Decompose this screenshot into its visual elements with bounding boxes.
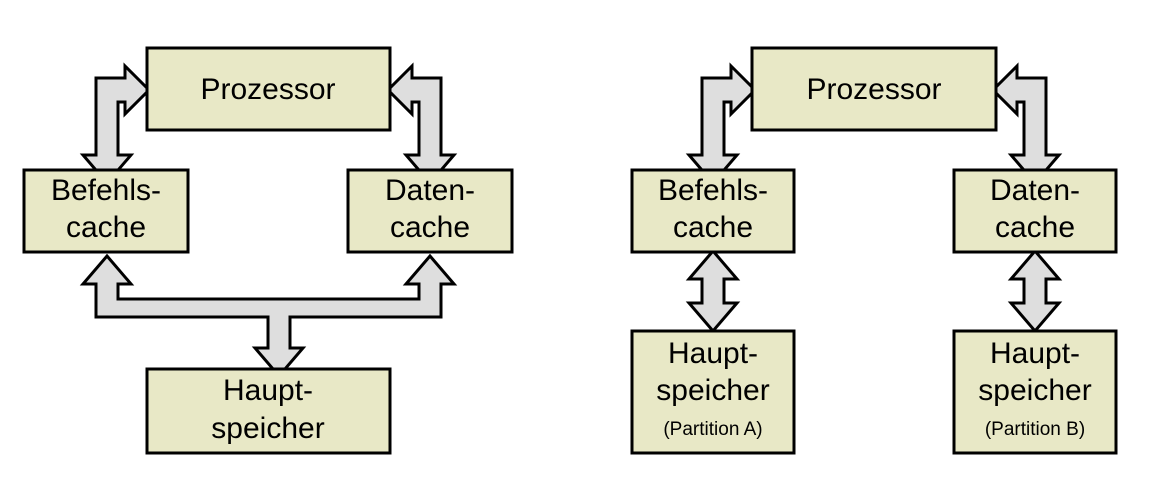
box-main-memory-b-line1: Haupt-: [990, 337, 1080, 370]
box-instruction-cache-left: [22, 168, 190, 254]
arrow-data-cache-memory-b: [1007, 248, 1063, 334]
box-main-memory-b-partition-label: (Partition B): [985, 419, 1085, 440]
arrow-data-cache-processor-left: [385, 62, 458, 186]
box-main-memory-a-line1: Haupt-: [668, 337, 758, 370]
right-diagram: Prozessor Befehls- cache Daten- cache Ha…: [630, 46, 1118, 455]
box-main-memory-left-line1: Haupt-: [223, 374, 313, 407]
box-data-cache-left-line2: cache: [390, 211, 470, 244]
box-data-cache-left: [346, 168, 514, 254]
box-data-cache-left-line1: Daten-: [385, 174, 475, 207]
box-processor-right-label: Prozessor: [806, 73, 941, 106]
arrow-shared-memory-bus: [79, 253, 458, 379]
box-instruction-cache-right: [630, 168, 796, 254]
box-main-memory-left-line2: speicher: [211, 412, 324, 445]
arrow-instruction-cache-processor-right: [685, 62, 758, 186]
box-processor-left-label: Prozessor: [200, 73, 335, 106]
box-instruction-cache-right-line2: cache: [673, 211, 753, 244]
box-main-memory-a: [630, 329, 796, 455]
arrow-data-cache-processor-right: [990, 62, 1063, 186]
box-data-cache-right: [952, 168, 1118, 254]
arrow-instruction-cache-processor-left: [79, 62, 152, 186]
box-processor-left: [145, 46, 392, 132]
box-main-memory-b: [952, 329, 1118, 455]
box-data-cache-right-line2: cache: [995, 211, 1075, 244]
box-instruction-cache-left-line1: Befehls-: [51, 174, 161, 207]
box-data-cache-right-line1: Daten-: [990, 174, 1080, 207]
box-instruction-cache-left-line2: cache: [66, 211, 146, 244]
box-main-memory-a-line2: speicher: [656, 374, 769, 407]
box-instruction-cache-right-line1: Befehls-: [658, 174, 768, 207]
left-diagram: Prozessor Befehls- cache Daten- cache Ha…: [22, 46, 514, 455]
box-processor-right: [750, 46, 998, 132]
box-main-memory-left: [145, 367, 392, 455]
box-main-memory-a-partition-label: (Partition A): [663, 419, 762, 440]
arrow-instruction-cache-memory-a: [685, 248, 741, 334]
box-main-memory-b-line2: speicher: [978, 374, 1091, 407]
